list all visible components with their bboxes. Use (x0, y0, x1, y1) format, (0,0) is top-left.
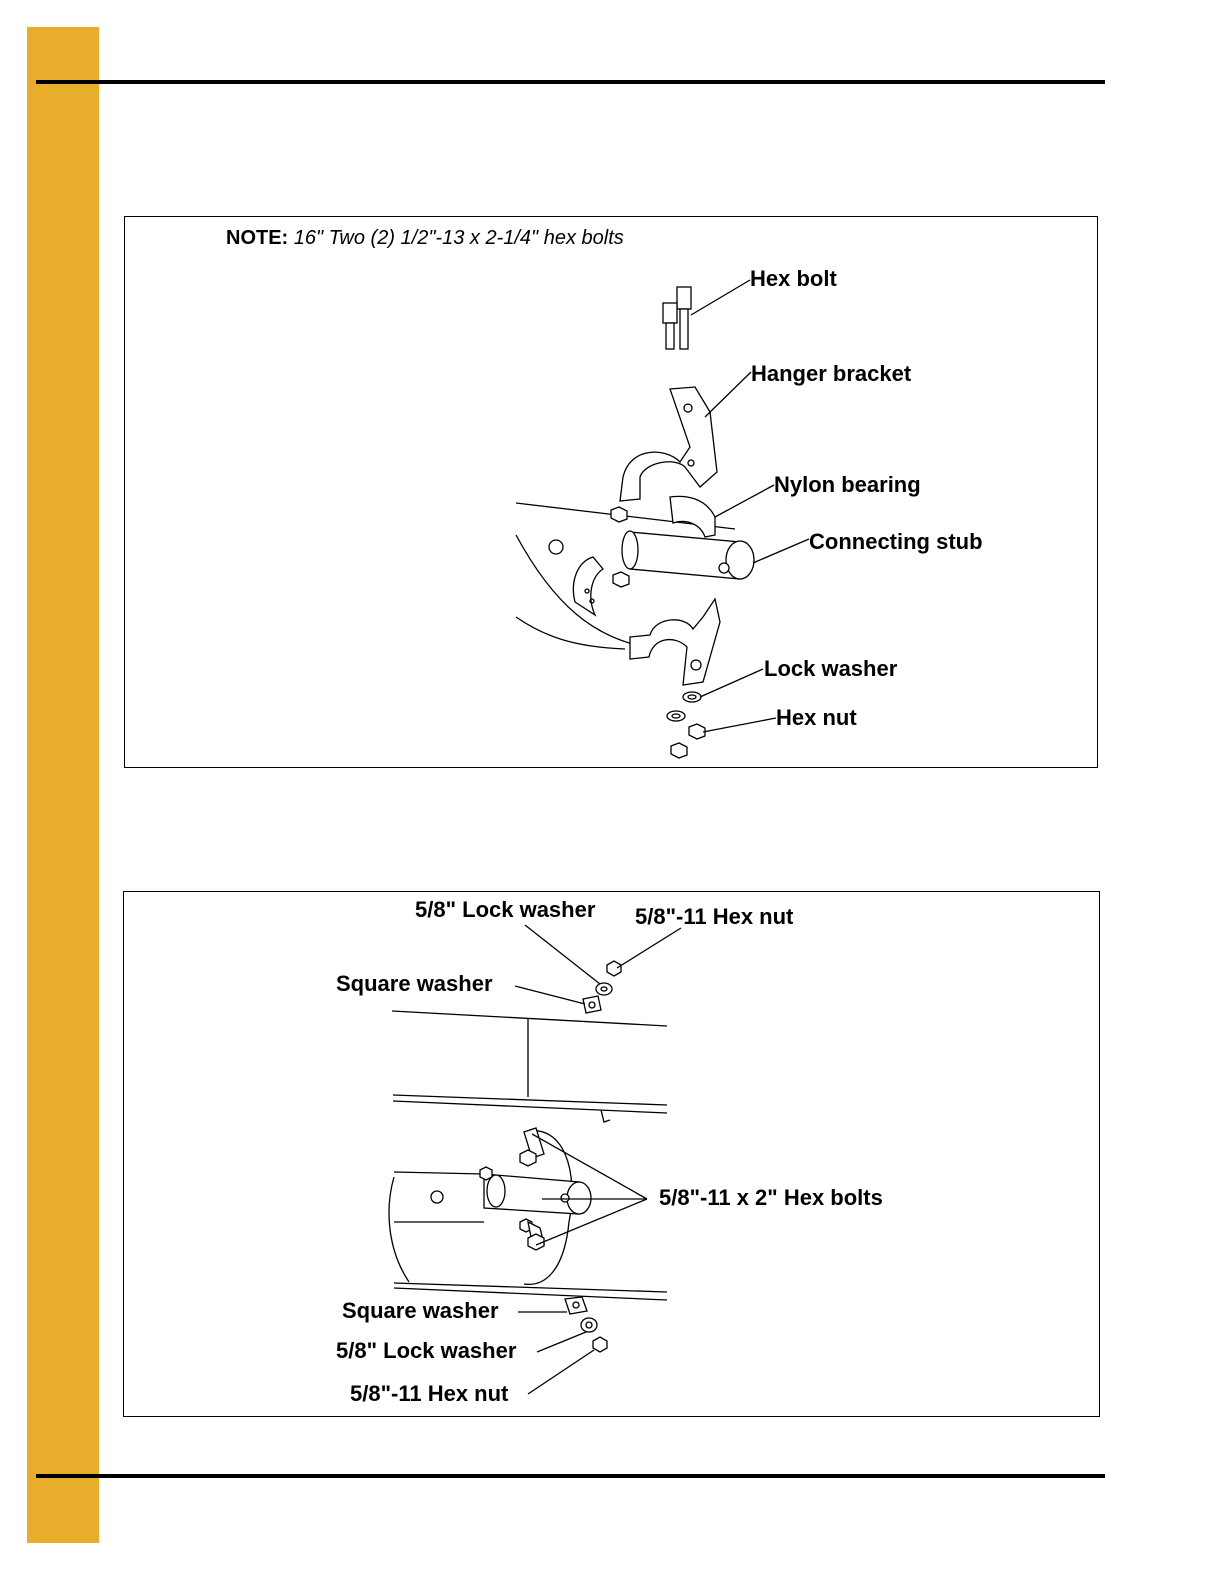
lock-washer-drawing (683, 692, 701, 702)
end-plate-drawing (124, 892, 1099, 1416)
leader-square-washer-top (515, 986, 585, 1004)
hex-nut-bottom-drawing (593, 1337, 607, 1352)
label-hex-nut: Hex nut (776, 707, 857, 729)
label-hex-bolts: 5/8"-11 x 2" Hex bolts (659, 1187, 883, 1209)
label-connecting-stub: Connecting stub (809, 531, 983, 553)
leader-nylon-bearing (715, 485, 774, 517)
label-lock-washer: Lock washer (764, 658, 897, 680)
lower-hanger-bracket-drawing (630, 599, 720, 685)
header-rule (36, 80, 1105, 84)
end-plate-figure: 5/8" Lock washer 5/8"-11 Hex nut Square … (123, 891, 1100, 1417)
leader-lock-washer (700, 669, 763, 697)
label-lock-washer-top: 5/8" Lock washer (415, 899, 595, 921)
leader-connecting-stub (753, 539, 809, 563)
lock-washer-top-drawing (596, 983, 612, 995)
label-hanger-bracket: Hanger bracket (751, 363, 911, 385)
side-color-bar (27, 27, 99, 1543)
label-nylon-bearing: Nylon bearing (774, 474, 921, 496)
leader-hex-bolt (691, 280, 750, 315)
lock-washer-bottom-drawing (581, 1318, 597, 1332)
label-hex-nut-top: 5/8"-11 Hex nut (635, 906, 793, 928)
leader-lock-washer-bottom (537, 1332, 586, 1352)
hex-bolt-drawing (663, 287, 691, 349)
hanger-bearing-drawing (125, 217, 1097, 767)
leader-hex-nut (703, 718, 776, 732)
label-hex-bolt: Hex bolt (750, 268, 837, 290)
hanger-bearing-figure: NOTE: 16" Two (2) 1/2"-13 x 2-1/4" hex b… (124, 216, 1098, 768)
upper-hanger-bracket-drawing (620, 387, 717, 501)
leader-lock-washer-top (525, 925, 600, 984)
hex-nut-drawing (689, 724, 705, 739)
footer-rule (36, 1474, 1105, 1478)
label-lock-washer-bottom: 5/8" Lock washer (336, 1340, 516, 1362)
connecting-stub-drawing (622, 531, 754, 579)
square-washer-bottom-drawing (565, 1297, 587, 1314)
leader-hex-nut-top (617, 928, 681, 968)
square-washer-top-drawing (583, 996, 601, 1013)
label-square-washer-top: Square washer (336, 973, 493, 995)
trough-top-line (392, 1011, 667, 1026)
hex-nut-top-drawing (607, 961, 621, 976)
leader-hex-nut-bottom (528, 1350, 594, 1394)
leader-hanger-bracket (705, 372, 751, 417)
label-hex-nut-bottom: 5/8"-11 Hex nut (350, 1383, 508, 1405)
label-square-washer-bottom: Square washer (342, 1300, 499, 1322)
